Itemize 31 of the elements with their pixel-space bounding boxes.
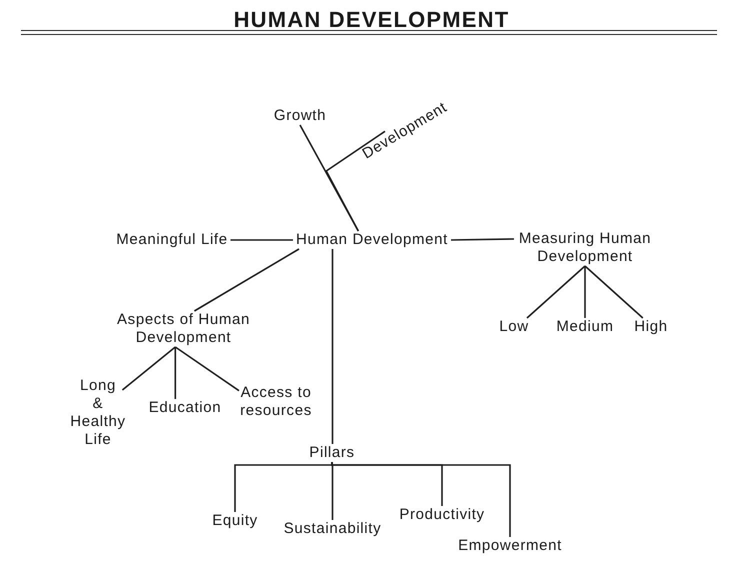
concept-label: Measuring Human Development [517, 230, 653, 266]
connector-line [450, 238, 514, 241]
connector-line [174, 346, 240, 392]
connector-line [234, 462, 333, 512]
concept-label: Growth [274, 107, 326, 125]
connector-line [331, 462, 511, 537]
concept-label: Aspects of Human Development [116, 311, 252, 347]
concept-label: Medium [556, 318, 614, 336]
connector-line [526, 265, 586, 319]
concept-label: Empowerment [458, 537, 562, 555]
concept-label: Pillars [309, 444, 355, 462]
concept-label: Long & Healthy Life [69, 377, 127, 449]
concept-label: Low [499, 318, 529, 336]
connector-line [584, 265, 644, 319]
concept-label: Productivity [399, 506, 485, 524]
concept-label: Meaningful Life [116, 231, 228, 249]
concept-label: Access to resources [239, 384, 313, 420]
diagram-title: HUMAN DEVELOPMENT [234, 7, 510, 33]
concept-label: High [634, 318, 668, 336]
concept-label: Equity [212, 512, 258, 530]
concept-label: Education [148, 399, 222, 417]
concept-label: Human Development [296, 231, 448, 249]
connector-line [584, 266, 586, 318]
concept-label: Sustainability [284, 520, 382, 538]
connector-line [230, 239, 293, 241]
connector-line [194, 248, 300, 312]
connector-line [332, 249, 334, 444]
connector-line [325, 130, 386, 232]
connector-line [299, 124, 359, 232]
connector-line [122, 346, 176, 391]
connector-line [174, 347, 176, 399]
